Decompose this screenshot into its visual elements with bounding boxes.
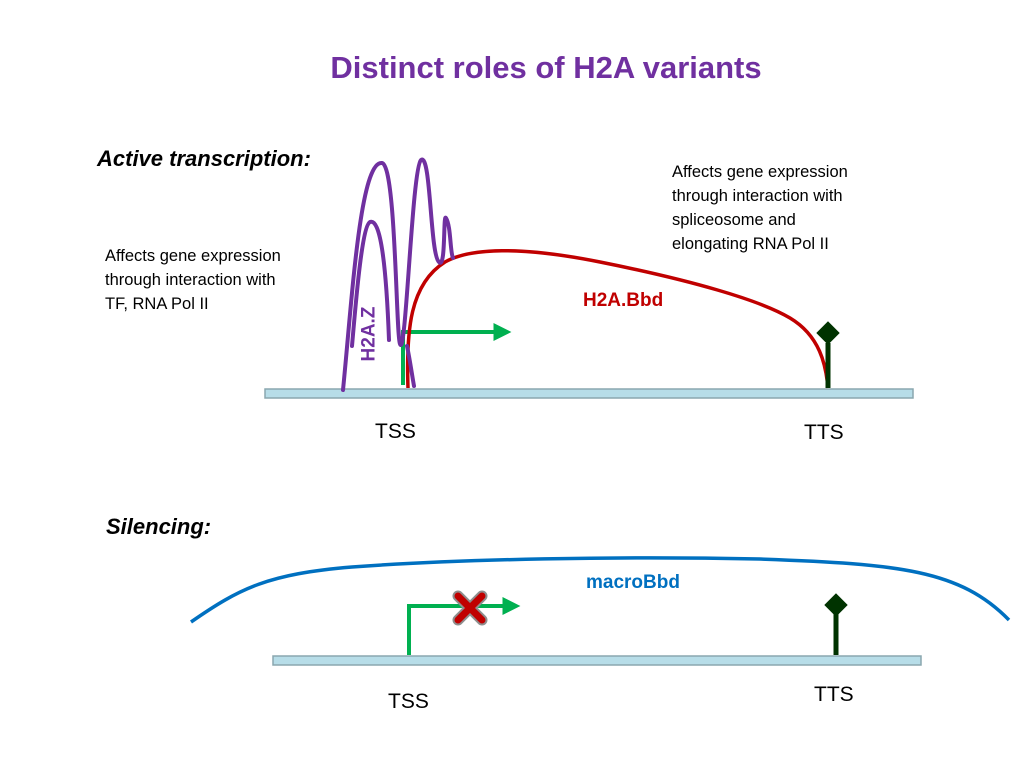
h2abbd-role-note: Affects gene expression through interact… xyxy=(672,163,848,253)
silencing-tts-marker xyxy=(824,593,848,655)
blocked-transcription-x-icon xyxy=(452,590,488,626)
macrobbd-distribution-curve xyxy=(190,556,1011,624)
silencing-tss-label: TSS xyxy=(388,690,429,713)
h2az-role-note: Affects gene expression through interact… xyxy=(105,247,281,313)
active-tts-marker xyxy=(816,321,840,388)
silencing-tts-label: TTS xyxy=(814,683,854,706)
active-gene-diagram xyxy=(264,157,914,399)
active-tss-arrow xyxy=(401,323,512,385)
silencing-heading: Silencing: xyxy=(106,514,212,539)
silencing-tts-diamond xyxy=(824,593,848,617)
h2az-distribution-curve-low xyxy=(350,219,391,348)
active-tts-diamond xyxy=(816,321,840,345)
active-transcription-heading: Active transcription: xyxy=(97,146,311,171)
silencing-dna-strand xyxy=(272,655,922,666)
h2abbd-distribution-curve xyxy=(405,249,830,389)
h2az-distribution-tail xyxy=(405,344,416,388)
silencing-gene-diagram xyxy=(190,556,1011,666)
active-tss-label: TSS xyxy=(375,420,416,443)
h2az-distribution-curve-high xyxy=(341,157,455,392)
page-title: Distinct roles of H2A variants xyxy=(330,50,762,85)
macrobbd-label: macroBbd xyxy=(586,572,680,593)
h2abbd-label: H2A.Bbd xyxy=(583,290,664,311)
active-dna-strand xyxy=(264,388,914,399)
block-x-fill xyxy=(454,592,486,624)
active-tts-label: TTS xyxy=(804,421,844,444)
